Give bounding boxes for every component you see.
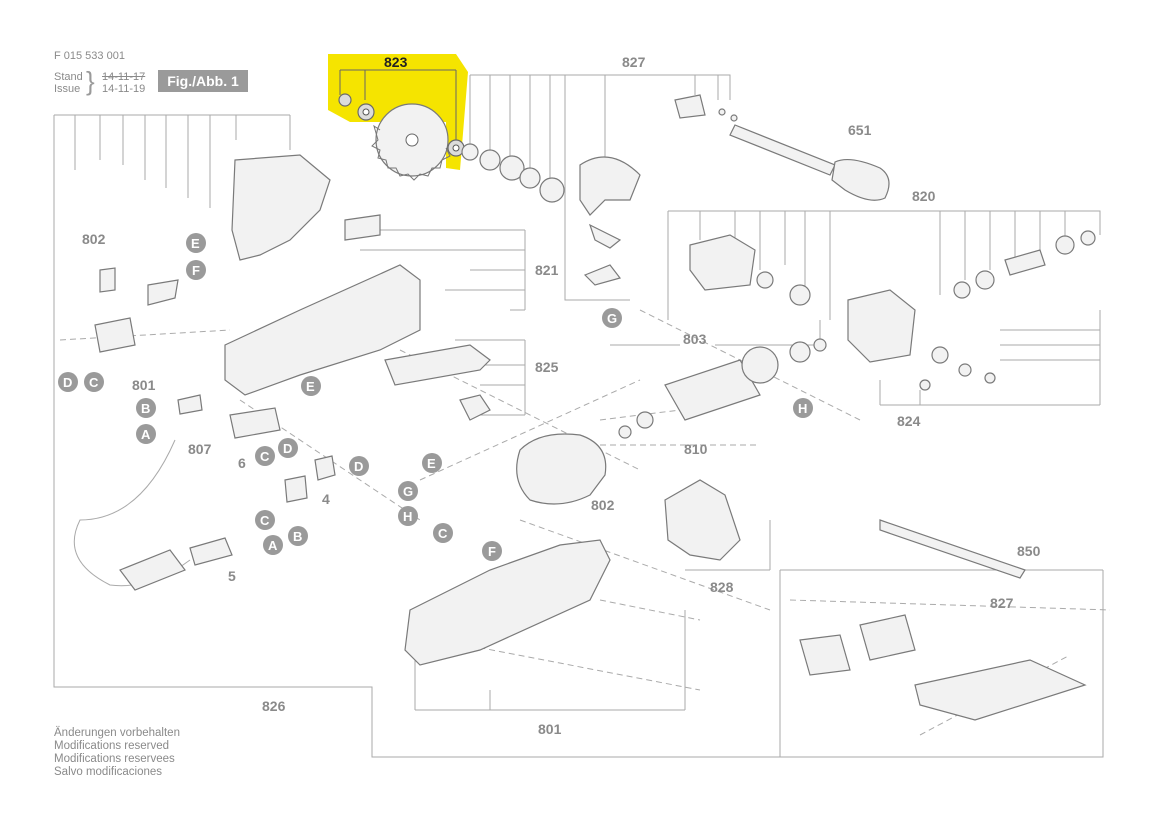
- svg-text:D: D: [283, 441, 292, 456]
- svg-text:F: F: [488, 544, 496, 559]
- svg-text:C: C: [438, 526, 448, 541]
- figure-label: Fig./Abb. 1: [158, 70, 248, 92]
- part-number[interactable]: 810: [684, 441, 708, 457]
- note-line: Modifications reservees: [54, 753, 175, 765]
- stator: [516, 433, 607, 505]
- part-number[interactable]: 827: [990, 595, 1014, 611]
- modification-notes: Änderungen vorbehalten Modifications res…: [54, 727, 180, 779]
- part-number[interactable]: 6: [238, 455, 246, 471]
- leader-lines-821-825: [360, 229, 526, 416]
- part-number[interactable]: 807: [188, 441, 212, 457]
- part-number[interactable]: 801: [538, 721, 562, 737]
- svg-text:E: E: [427, 456, 436, 471]
- part-number[interactable]: 820: [912, 188, 936, 204]
- svg-text:E: E: [191, 236, 200, 251]
- blade-guard: [579, 94, 738, 286]
- svg-text:C: C: [260, 449, 270, 464]
- switch-parts: [94, 267, 336, 503]
- part-number[interactable]: 824: [897, 413, 921, 429]
- part-number[interactable]: 802: [591, 497, 615, 513]
- part-number[interactable]: 651: [848, 122, 872, 138]
- dashed-assembly-lines: [59, 309, 1111, 736]
- document-number: F 015 533 001: [54, 50, 125, 62]
- svg-text:C: C: [89, 375, 99, 390]
- part-number[interactable]: 850: [1017, 543, 1041, 559]
- note-line: Modifications reserved: [54, 740, 170, 752]
- saw-blade-assembly: [338, 93, 465, 181]
- svg-text:B: B: [141, 401, 150, 416]
- issue-label: Issue: [54, 83, 81, 95]
- washer-parts: [461, 143, 565, 203]
- part-number[interactable]: 825: [535, 359, 559, 375]
- part-number[interactable]: 826: [262, 698, 286, 714]
- svg-text:G: G: [403, 484, 413, 499]
- leader-lines-820: [699, 211, 1066, 320]
- part-number[interactable]: 803: [683, 331, 707, 347]
- part-number[interactable]: 802: [82, 231, 106, 247]
- part-number[interactable]: 828: [710, 579, 734, 595]
- note-line: Salvo modificaciones: [54, 766, 163, 778]
- gear-housing: [689, 230, 1096, 391]
- handle-tube: [729, 124, 890, 201]
- svg-text:E: E: [306, 379, 315, 394]
- stand-label: Stand: [54, 71, 83, 83]
- part-number[interactable]: 827: [622, 54, 646, 70]
- old-date: 14-11-17: [102, 71, 146, 83]
- svg-text:F: F: [192, 263, 200, 278]
- part-number[interactable]: 4: [322, 491, 330, 507]
- leader-lines-left-top: [54, 114, 291, 208]
- part-number[interactable]: 801: [132, 377, 156, 393]
- leader-lines-828: [685, 520, 771, 571]
- base-plate: [799, 519, 1087, 721]
- brace-icon: }: [86, 66, 95, 96]
- svg-text:C: C: [260, 513, 270, 528]
- svg-text:B: B: [293, 529, 302, 544]
- svg-text:D: D: [63, 375, 72, 390]
- issue-date: 14-11-19: [102, 83, 146, 95]
- letter-callouts: E F D C B A E C D D C B A G H E G H C F: [58, 233, 813, 561]
- svg-text:D: D: [354, 459, 363, 474]
- leader-lines-827: [469, 74, 730, 180]
- svg-text:G: G: [607, 311, 617, 326]
- svg-text:H: H: [798, 401, 807, 416]
- leader-lines-803: [610, 320, 821, 346]
- part-number[interactable]: 5: [228, 568, 236, 584]
- svg-text:H: H: [403, 509, 412, 524]
- motor-housing-left: [224, 154, 491, 421]
- motor-housing-right: [404, 539, 611, 666]
- leader-lines-823: [339, 69, 457, 140]
- svg-text:A: A: [141, 427, 151, 442]
- part-number-823[interactable]: 823: [384, 54, 408, 70]
- blade-guard-lower: [664, 479, 741, 561]
- svg-text:A: A: [268, 538, 278, 553]
- note-line: Änderungen vorbehalten: [54, 727, 180, 739]
- power-cord: [73, 439, 233, 591]
- part-number[interactable]: 821: [535, 262, 559, 278]
- part-labels: 823 827 651 820 802 821 825 801 803 807 …: [82, 54, 1041, 737]
- leader-lines-824: [879, 310, 1101, 406]
- armature: [618, 338, 827, 439]
